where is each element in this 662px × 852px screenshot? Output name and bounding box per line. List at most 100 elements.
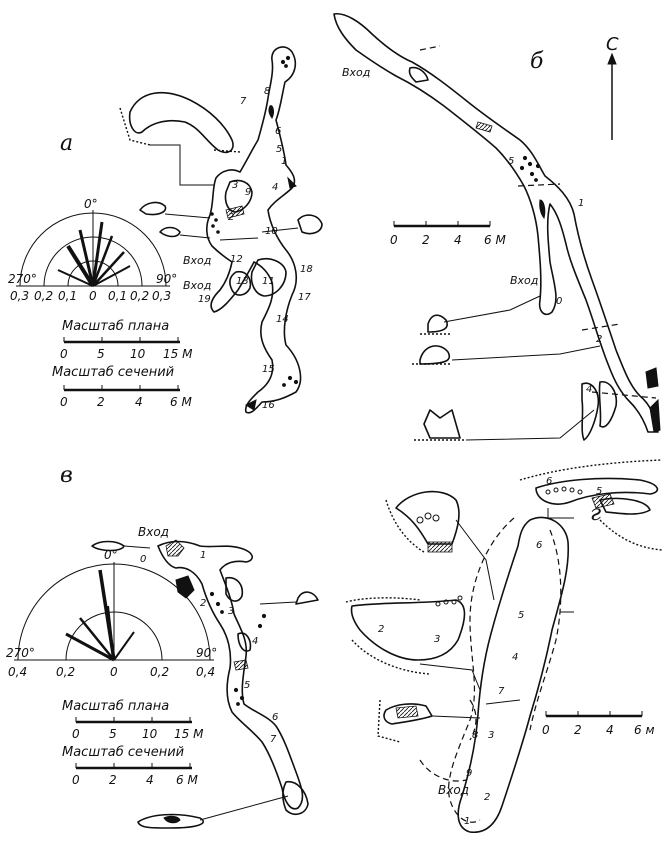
scale-tick: 2	[97, 395, 105, 409]
panel-a-entrance-bottom: Вход	[183, 279, 211, 292]
scale-tick: 0	[60, 347, 68, 361]
section-number: 5	[518, 610, 524, 621]
scale-tick: 0	[72, 773, 80, 787]
panel-v-scale-bars: Масштаб плана 0 5 10 15 М Масштаб сечени…	[62, 699, 204, 787]
rose-tick: 0,2	[130, 289, 149, 303]
panel-v-scale-plan-label: Масштаб плана	[62, 699, 169, 714]
rose-tick: 0,2	[56, 665, 75, 679]
panel-a-rose-west: 270°	[8, 272, 37, 286]
panel-a-section-small-2	[159, 226, 181, 238]
north-label: С	[606, 34, 619, 55]
panel-a-rose-east: 90°	[156, 272, 177, 286]
scale-tick: 4	[606, 723, 614, 737]
panel-b-cave-plan	[333, 12, 661, 441]
scale-tick: 2	[109, 773, 117, 787]
section-number: 2	[378, 624, 384, 635]
section-number: 0	[556, 296, 562, 307]
panel-v: в Вход 0 1 2 3 4 5 6 7	[6, 463, 319, 829]
panel-v-rose-zero: 0°	[104, 548, 118, 562]
section-number: 2	[200, 598, 206, 609]
panel-g-section-small	[385, 490, 495, 601]
scale-tick: 5	[97, 347, 105, 361]
section-number: 7	[498, 686, 505, 697]
section-number: 11	[262, 276, 275, 287]
north-arrow: С	[606, 34, 619, 140]
panel-v-cave-plan	[157, 539, 319, 816]
panel-a-scale-bars: Масштаб плана 0 5 10 15 М Масштаб сечени…	[52, 319, 193, 409]
panel-b-section-0	[427, 314, 448, 333]
rose-tick: 0,2	[150, 665, 169, 679]
panel-a-rose-zero: 0°	[84, 197, 98, 211]
panel-g-entrance: Вход	[438, 783, 469, 797]
section-number: 5	[244, 680, 250, 691]
section-number: 1	[578, 198, 584, 209]
panel-v-scale-sect-label: Масштаб сечений	[62, 745, 184, 760]
panel-v-rose-east: 90°	[196, 646, 217, 660]
panel-g-section-2-3: 2 3	[345, 595, 481, 691]
panel-a-cave-plan	[206, 46, 302, 414]
section-number: 4	[512, 652, 518, 663]
rose-tick: 0	[89, 289, 97, 303]
panel-g-scale-bar: 0 2 4 6 м	[542, 711, 655, 737]
scale-tick: 6 М	[170, 395, 192, 409]
panel-a-section-10	[297, 214, 323, 235]
section-number: 2	[228, 212, 234, 223]
scale-tick: 0	[72, 727, 80, 741]
section-number: 16	[262, 400, 275, 411]
panel-a-section-3	[119, 92, 241, 186]
panel-v-entrance: Вход	[138, 525, 169, 539]
panel-b: б С Вход Вход 0 1 2 4 5	[333, 12, 661, 441]
rose-tick: 0,4	[8, 665, 27, 679]
rose-tick: 0,3	[152, 289, 171, 303]
section-number: 0	[140, 554, 146, 565]
scale-tick: 4	[135, 395, 143, 409]
section-number: 7	[240, 96, 247, 107]
section-number: 13	[236, 276, 249, 287]
scale-tick: 15 М	[174, 727, 204, 741]
panel-v-letter: в	[60, 463, 73, 488]
panel-v-rose-diagram: 0° 270° 90° 0,4 0,2 0 0,2 0,4	[6, 548, 217, 679]
panel-g-section-bottom-left	[377, 699, 481, 743]
section-number: 1	[281, 156, 287, 167]
panel-g: г 6 5 2	[345, 459, 662, 833]
scale-tick: 6 м	[634, 723, 655, 737]
section-number: 10	[265, 226, 278, 237]
rose-tick: 0,3	[10, 289, 29, 303]
panel-b-entrance-top: Вход	[342, 66, 370, 79]
panel-a-rose-diagram: 0° 270° 90° 0,3 0,2 0,1 0 0,1 0,2 0,3	[8, 197, 177, 303]
scale-tick: 5	[109, 727, 117, 741]
section-number: 1	[464, 816, 470, 827]
panel-g-letter: г	[590, 501, 601, 526]
panel-a-scale-plan-label: Масштаб плана	[62, 319, 169, 334]
panel-b-entrance-mid: Вход	[510, 274, 538, 287]
panel-v-section-end	[137, 813, 204, 829]
scale-tick: 10	[130, 347, 146, 361]
section-number: 12	[230, 254, 243, 265]
rose-tick: 0,1	[108, 289, 127, 303]
section-number: 5	[508, 156, 514, 167]
section-number: 5	[276, 144, 282, 155]
rose-tick: 0,4	[196, 665, 215, 679]
section-number: 17	[298, 292, 311, 303]
section-number: 4	[586, 384, 592, 395]
panel-a: а 8	[8, 46, 323, 414]
section-number: 15	[262, 364, 275, 375]
panel-b-scale-bar: 0 2 4 6 М	[390, 221, 506, 247]
section-number: 8	[264, 86, 270, 97]
section-number: 9	[466, 768, 472, 779]
panel-g-section-6-5: 6 5	[519, 459, 662, 551]
scale-tick: 0	[542, 723, 550, 737]
section-number: 19	[198, 294, 211, 305]
scale-tick: 10	[142, 727, 158, 741]
panel-a-entrance-top: Вход	[183, 254, 211, 267]
scale-tick: 6 М	[484, 233, 506, 247]
section-number: 6	[272, 712, 278, 723]
panel-a-letter: а	[60, 131, 73, 156]
scale-tick: 0	[390, 233, 398, 247]
scale-tick: 2	[574, 723, 582, 737]
section-number: 8	[472, 730, 478, 741]
scale-tick: 4	[146, 773, 154, 787]
scale-tick: 0	[60, 395, 68, 409]
section-number: 6	[275, 126, 281, 137]
